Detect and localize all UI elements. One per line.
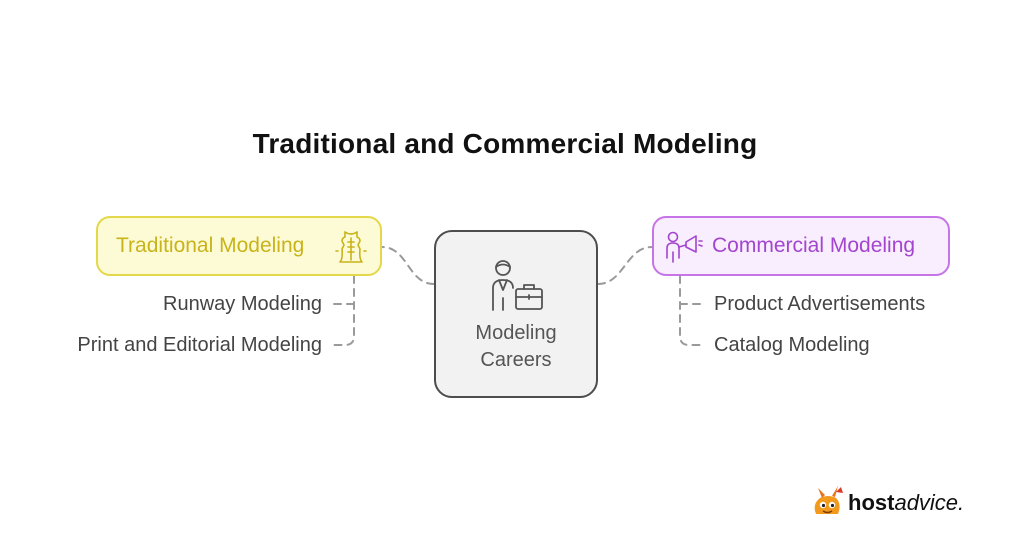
commercial-modeling-node: Commercial Modeling	[652, 216, 950, 276]
connector-center-to-commercial	[597, 246, 653, 285]
commercial-modeling-label: Commercial Modeling	[712, 234, 916, 257]
modeling-careers-node: Modeling Careers	[434, 230, 598, 398]
logo-bold-part: host	[848, 490, 895, 515]
modeling-careers-label: Modeling Careers	[436, 320, 596, 374]
leaf-runway-modeling: Runway Modeling	[163, 293, 322, 315]
professional-with-briefcase-icon	[486, 258, 546, 319]
traditional-modeling-label: Traditional Modeling	[116, 234, 305, 257]
diagram-title: Traditional and Commercial Modeling	[252, 128, 758, 159]
leaf-product-advertisements: Product Advertisements	[714, 293, 926, 315]
connector-traditional-children	[332, 275, 355, 346]
modeling-careers-line1: Modeling	[475, 322, 557, 344]
leaf-catalog-modeling: Catalog Modeling	[714, 334, 870, 356]
connector-commercial-children	[679, 275, 702, 346]
traditional-modeling-node: Traditional Modeling	[96, 216, 382, 276]
connector-center-to-traditional	[381, 246, 435, 285]
hostadvice-mascot-icon	[814, 486, 843, 514]
hostadvice-wordmark: hostadvice.	[848, 490, 964, 516]
modeling-careers-line2: Careers	[480, 349, 552, 371]
dress-corset-icon	[334, 229, 368, 270]
leaf-print-editorial-modeling: Print and Editorial Modeling	[77, 334, 322, 356]
hostadvice-logo: hostadvice.	[808, 484, 964, 525]
person-megaphone-icon	[664, 230, 704, 269]
logo-rest-part: advice.	[894, 490, 965, 515]
